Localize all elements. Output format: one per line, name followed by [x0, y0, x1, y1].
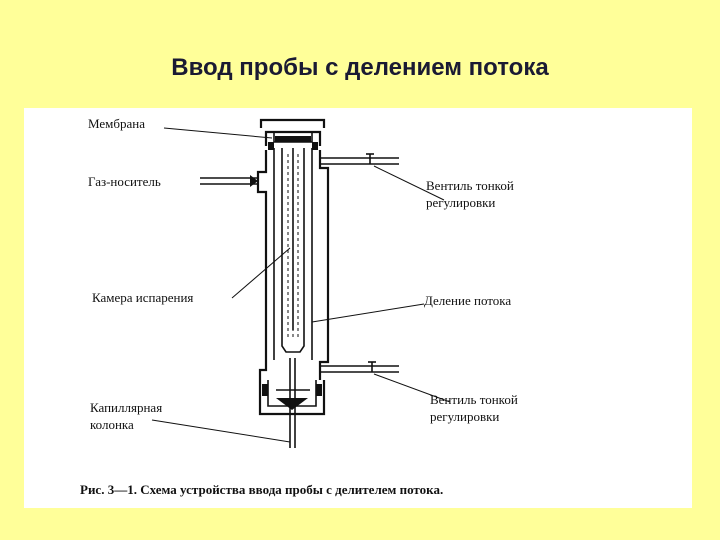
split-injector-diagram: Мембрана Газ-носитель Вентиль тонкой рег… — [80, 116, 518, 497]
label-capillary-1: Капиллярная — [90, 400, 162, 415]
gas-lines — [200, 153, 399, 373]
figure-caption: Рис. 3—1. Схема устройства ввода пробы с… — [80, 482, 443, 497]
label-flow-split: Деление потока — [424, 293, 511, 308]
label-valve-bottom-1: Вентиль тонкой — [430, 392, 518, 407]
label-evaporation-chamber: Камера испарения — [92, 290, 193, 305]
page-title: Ввод пробы с делением потока — [171, 54, 549, 81]
label-valve-bottom-2: регулировки — [430, 409, 499, 424]
label-valve-top-1: Вентиль тонкой — [426, 178, 514, 193]
injector-body — [256, 118, 330, 448]
label-valve-top-2: регулировки — [426, 195, 495, 210]
figure-panel: Мембрана Газ-носитель Вентиль тонкой рег… — [24, 108, 692, 508]
label-capillary-2: колонка — [90, 417, 134, 432]
membrane-septum — [275, 136, 311, 142]
label-membrane: Мембрана — [88, 116, 145, 131]
label-carrier-gas: Газ-носитель — [88, 174, 161, 189]
leader-lines — [151, 127, 451, 443]
